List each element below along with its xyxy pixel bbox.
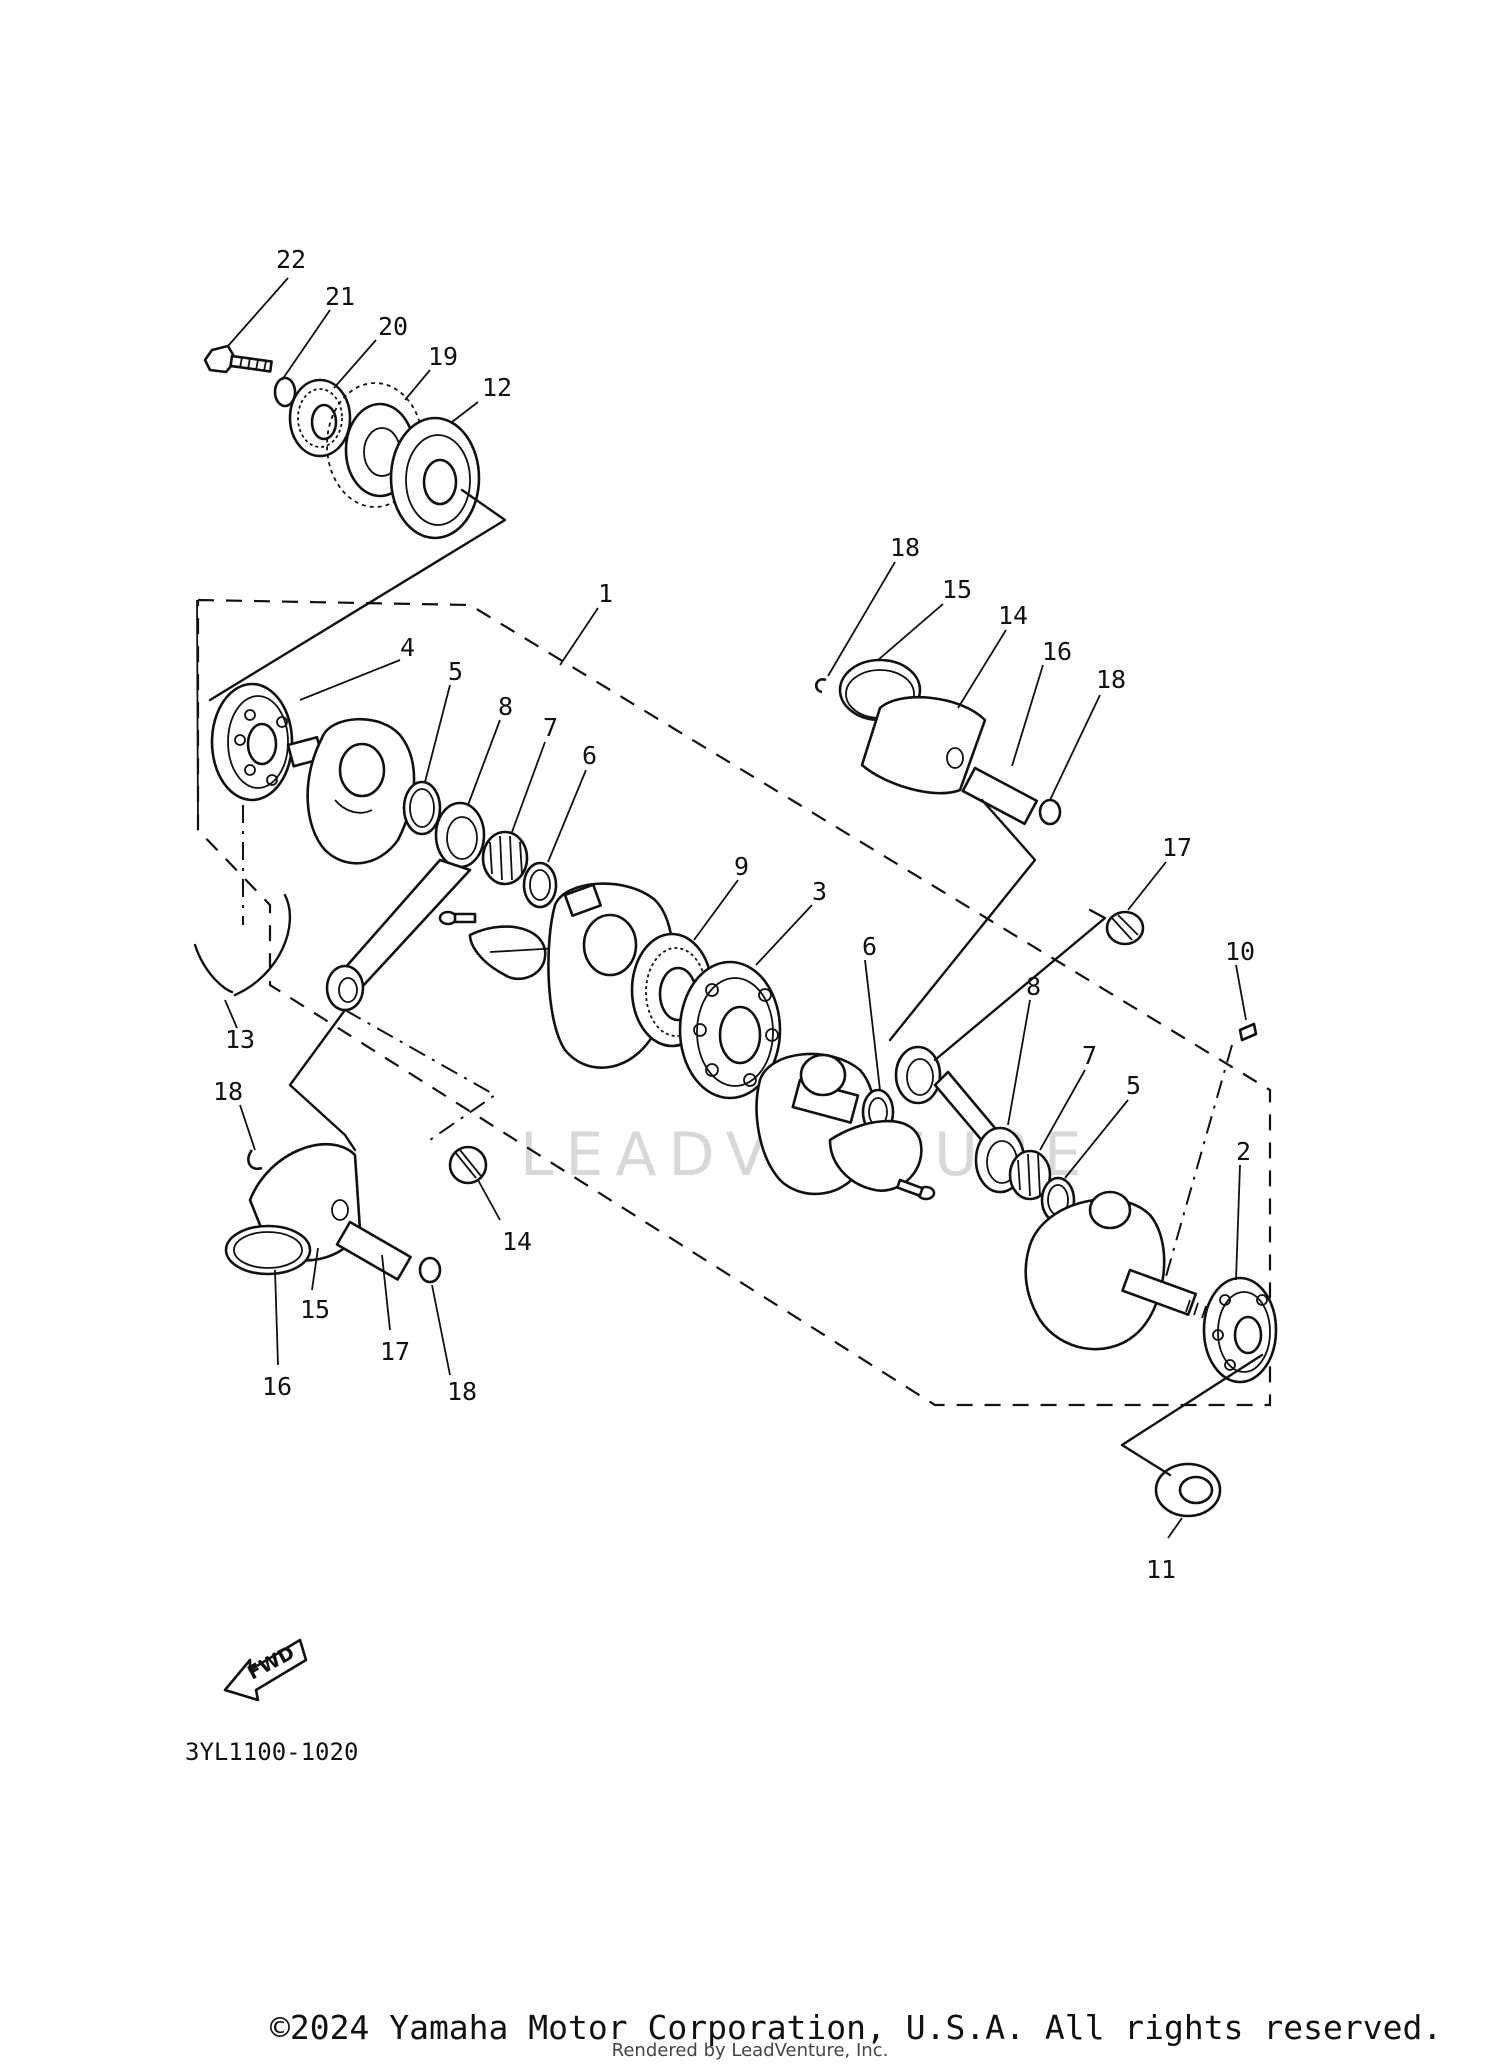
piston-group-right — [814, 658, 1062, 1042]
piston-ring-15-left — [224, 1224, 312, 1276]
copyright-notice: ©2024 Yamaha Motor Corporation, U.S.A. A… — [270, 2008, 1443, 2047]
needle-bearing-17-left — [448, 1145, 488, 1185]
bearing-3 — [678, 960, 782, 1100]
crank-web-left — [286, 717, 416, 865]
guide-line-12 — [208, 488, 507, 702]
screw-left — [438, 910, 477, 926]
callout-numbers: 22 21 20 19 12 1 4 5 8 7 6 9 3 6 8 7 5 2… — [213, 245, 1255, 1584]
needle-bearing-7-left — [481, 830, 529, 886]
callout-17-right: 17 — [1162, 833, 1192, 862]
circlip-13 — [193, 893, 292, 997]
piston-pin-16-right — [961, 766, 1039, 826]
callout-6-left: 6 — [582, 741, 597, 770]
callout-8-left: 8 — [498, 692, 513, 721]
illustration-code: 3YL1100-1020 — [185, 1738, 358, 1766]
callout-15-right: 15 — [942, 575, 972, 604]
callout-14-right: 14 — [998, 601, 1028, 630]
callout-13: 13 — [225, 1025, 255, 1054]
balance-plate-right — [828, 1119, 923, 1192]
callout-22: 22 — [276, 245, 306, 274]
callout-18-left-b: 18 — [447, 1377, 477, 1406]
circlip-18-right-a — [814, 678, 827, 694]
callout-10: 10 — [1225, 937, 1255, 966]
gear-20 — [288, 378, 352, 458]
assembly-edge — [196, 599, 199, 831]
guide-line-17-right — [933, 908, 1107, 1062]
callout-9: 9 — [734, 852, 749, 881]
bolt-22 — [203, 344, 273, 374]
piston-group-left — [224, 1008, 442, 1284]
connecting-rod-8-left — [325, 801, 486, 1012]
callout-20: 20 — [378, 312, 408, 341]
piston-14-right — [860, 695, 987, 795]
bearing-4 — [210, 682, 294, 802]
callout-16-left: 17 — [380, 1337, 410, 1366]
key-10 — [1238, 1022, 1258, 1042]
callout-2: 2 — [1236, 1137, 1251, 1166]
screw-right — [895, 1178, 936, 1201]
callout-15-left: 16 — [262, 1372, 292, 1401]
callout-18-left-a: 18 — [213, 1077, 243, 1106]
needle-bearing-17-right — [1105, 910, 1145, 946]
callout-7-left: 7 — [543, 713, 558, 742]
crankshaft-assembly-outline — [196, 598, 1272, 1407]
callout-21: 21 — [325, 282, 355, 311]
callout-12: 12 — [482, 373, 512, 402]
washer-21 — [273, 376, 297, 408]
piston-pin-16-left — [335, 1220, 412, 1281]
callout-18-right-a: 18 — [890, 533, 920, 562]
balance-plate-left — [468, 925, 547, 981]
callout-5-right: 5 — [1126, 1071, 1141, 1100]
fwd-arrow: FWD — [223, 1638, 308, 1702]
callout-19: 19 — [428, 342, 458, 371]
callout-5-left: 5 — [448, 657, 463, 686]
callout-3: 3 — [812, 877, 827, 906]
primary-drive-group — [203, 344, 507, 702]
callout-leaders — [224, 277, 1247, 1539]
callout-6-right: 6 — [862, 932, 877, 961]
callout-14-left: 15 — [300, 1295, 330, 1324]
bearing-2 — [1202, 1276, 1278, 1384]
crank-web-right — [1024, 1190, 1207, 1351]
callout-1: 1 — [598, 579, 613, 608]
callout-8-right: 8 — [1026, 972, 1041, 1001]
needle-bearing-7-right — [1008, 1149, 1052, 1201]
callout-4: 4 — [400, 633, 415, 662]
circlip-18-right-b — [1038, 798, 1062, 826]
callout-16-right: 16 — [1042, 637, 1072, 666]
rendered-by-notice: Rendered by LeadVenture, Inc. — [611, 2040, 889, 2061]
washer-6-left — [522, 861, 558, 909]
callout-17-left: 14 — [502, 1227, 532, 1256]
callout-18-right-b: 18 — [1096, 665, 1126, 694]
circlip-18-left-a — [247, 1149, 263, 1171]
oil-seal-12 — [389, 416, 481, 540]
callout-11: 11 — [1146, 1555, 1176, 1584]
circlip-18-left-b — [418, 1256, 442, 1284]
guide-line-11 — [1120, 1353, 1264, 1477]
callout-7-right: 7 — [1082, 1041, 1097, 1070]
oil-seal-11 — [1154, 1462, 1222, 1518]
